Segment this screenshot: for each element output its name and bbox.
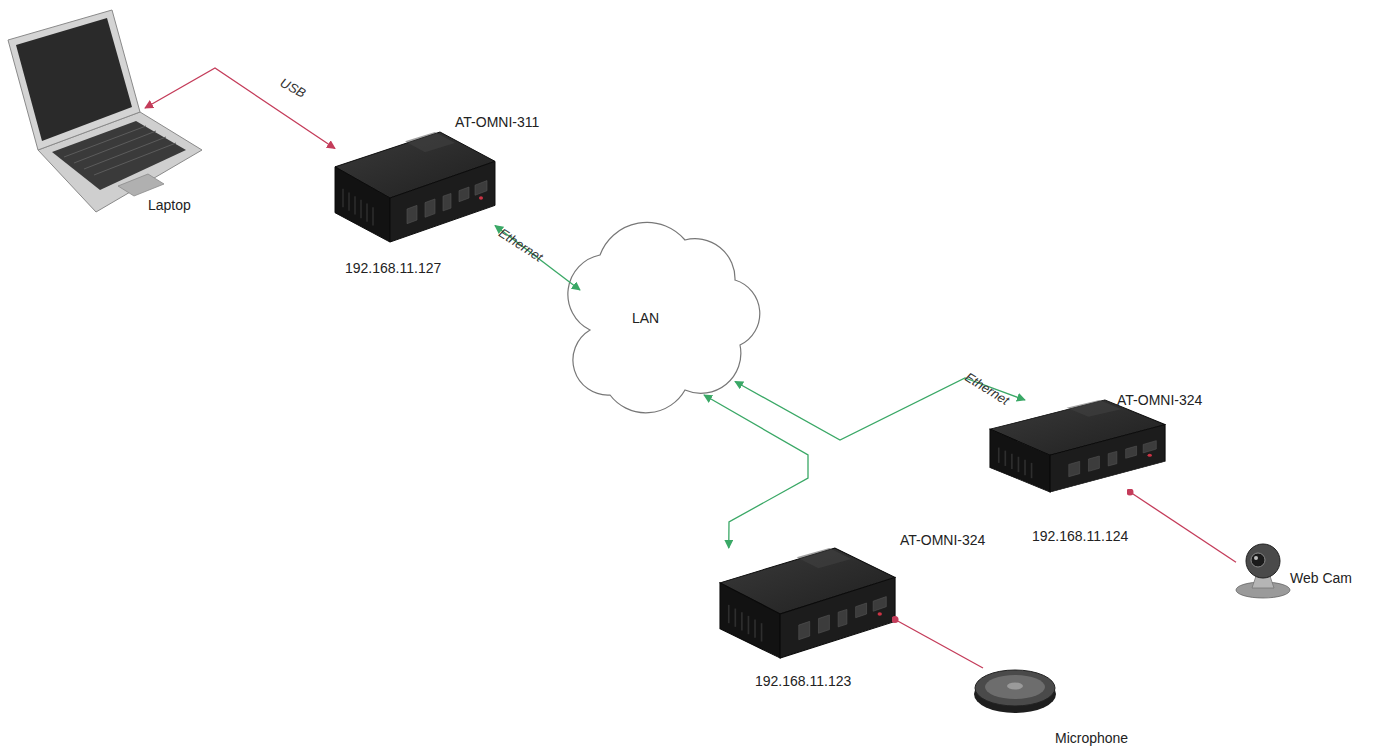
ip-address: 192.168.11.127 — [345, 260, 441, 276]
device-illustration — [720, 548, 895, 658]
device-node: AT-OMNI-311192.168.11.127 — [335, 132, 495, 242]
cable-arrow — [704, 395, 808, 548]
cable-arrow — [145, 68, 335, 149]
cable-line — [895, 620, 983, 669]
webcam-illustration — [1236, 544, 1290, 598]
device-node: AT-OMNI-324192.168.11.124 — [990, 400, 1165, 492]
node-label: LAN — [632, 310, 659, 326]
cable-line — [1130, 492, 1236, 562]
device-node: Microphone — [975, 668, 1055, 712]
node-label: AT-OMNI-324 — [900, 532, 985, 548]
device-node: Laptop — [5, 10, 145, 210]
device-illustration — [990, 400, 1165, 492]
node-label: Laptop — [148, 197, 191, 213]
ip-address: 192.168.11.123 — [755, 673, 851, 689]
cable-label: Ethernet — [496, 226, 545, 265]
lan-cloud — [568, 222, 760, 412]
device-illustration — [335, 132, 495, 242]
microphone-illustration — [974, 670, 1056, 713]
node-label: Web Cam — [1290, 570, 1352, 586]
laptop-illustration — [8, 10, 202, 212]
device-node: LAN — [580, 245, 735, 395]
node-label: AT-OMNI-311 — [455, 114, 539, 130]
cable-arrow — [495, 226, 580, 291]
device-node: AT-OMNI-324192.168.11.123 — [720, 548, 895, 658]
node-label: Microphone — [1055, 730, 1128, 746]
cable-label: Ethernet — [962, 370, 1011, 408]
ip-address: 192.168.11.124 — [1032, 528, 1128, 544]
device-node: Web Cam — [1236, 543, 1290, 598]
cable-label: USB — [278, 76, 308, 101]
node-label: AT-OMNI-324 — [1117, 392, 1202, 408]
